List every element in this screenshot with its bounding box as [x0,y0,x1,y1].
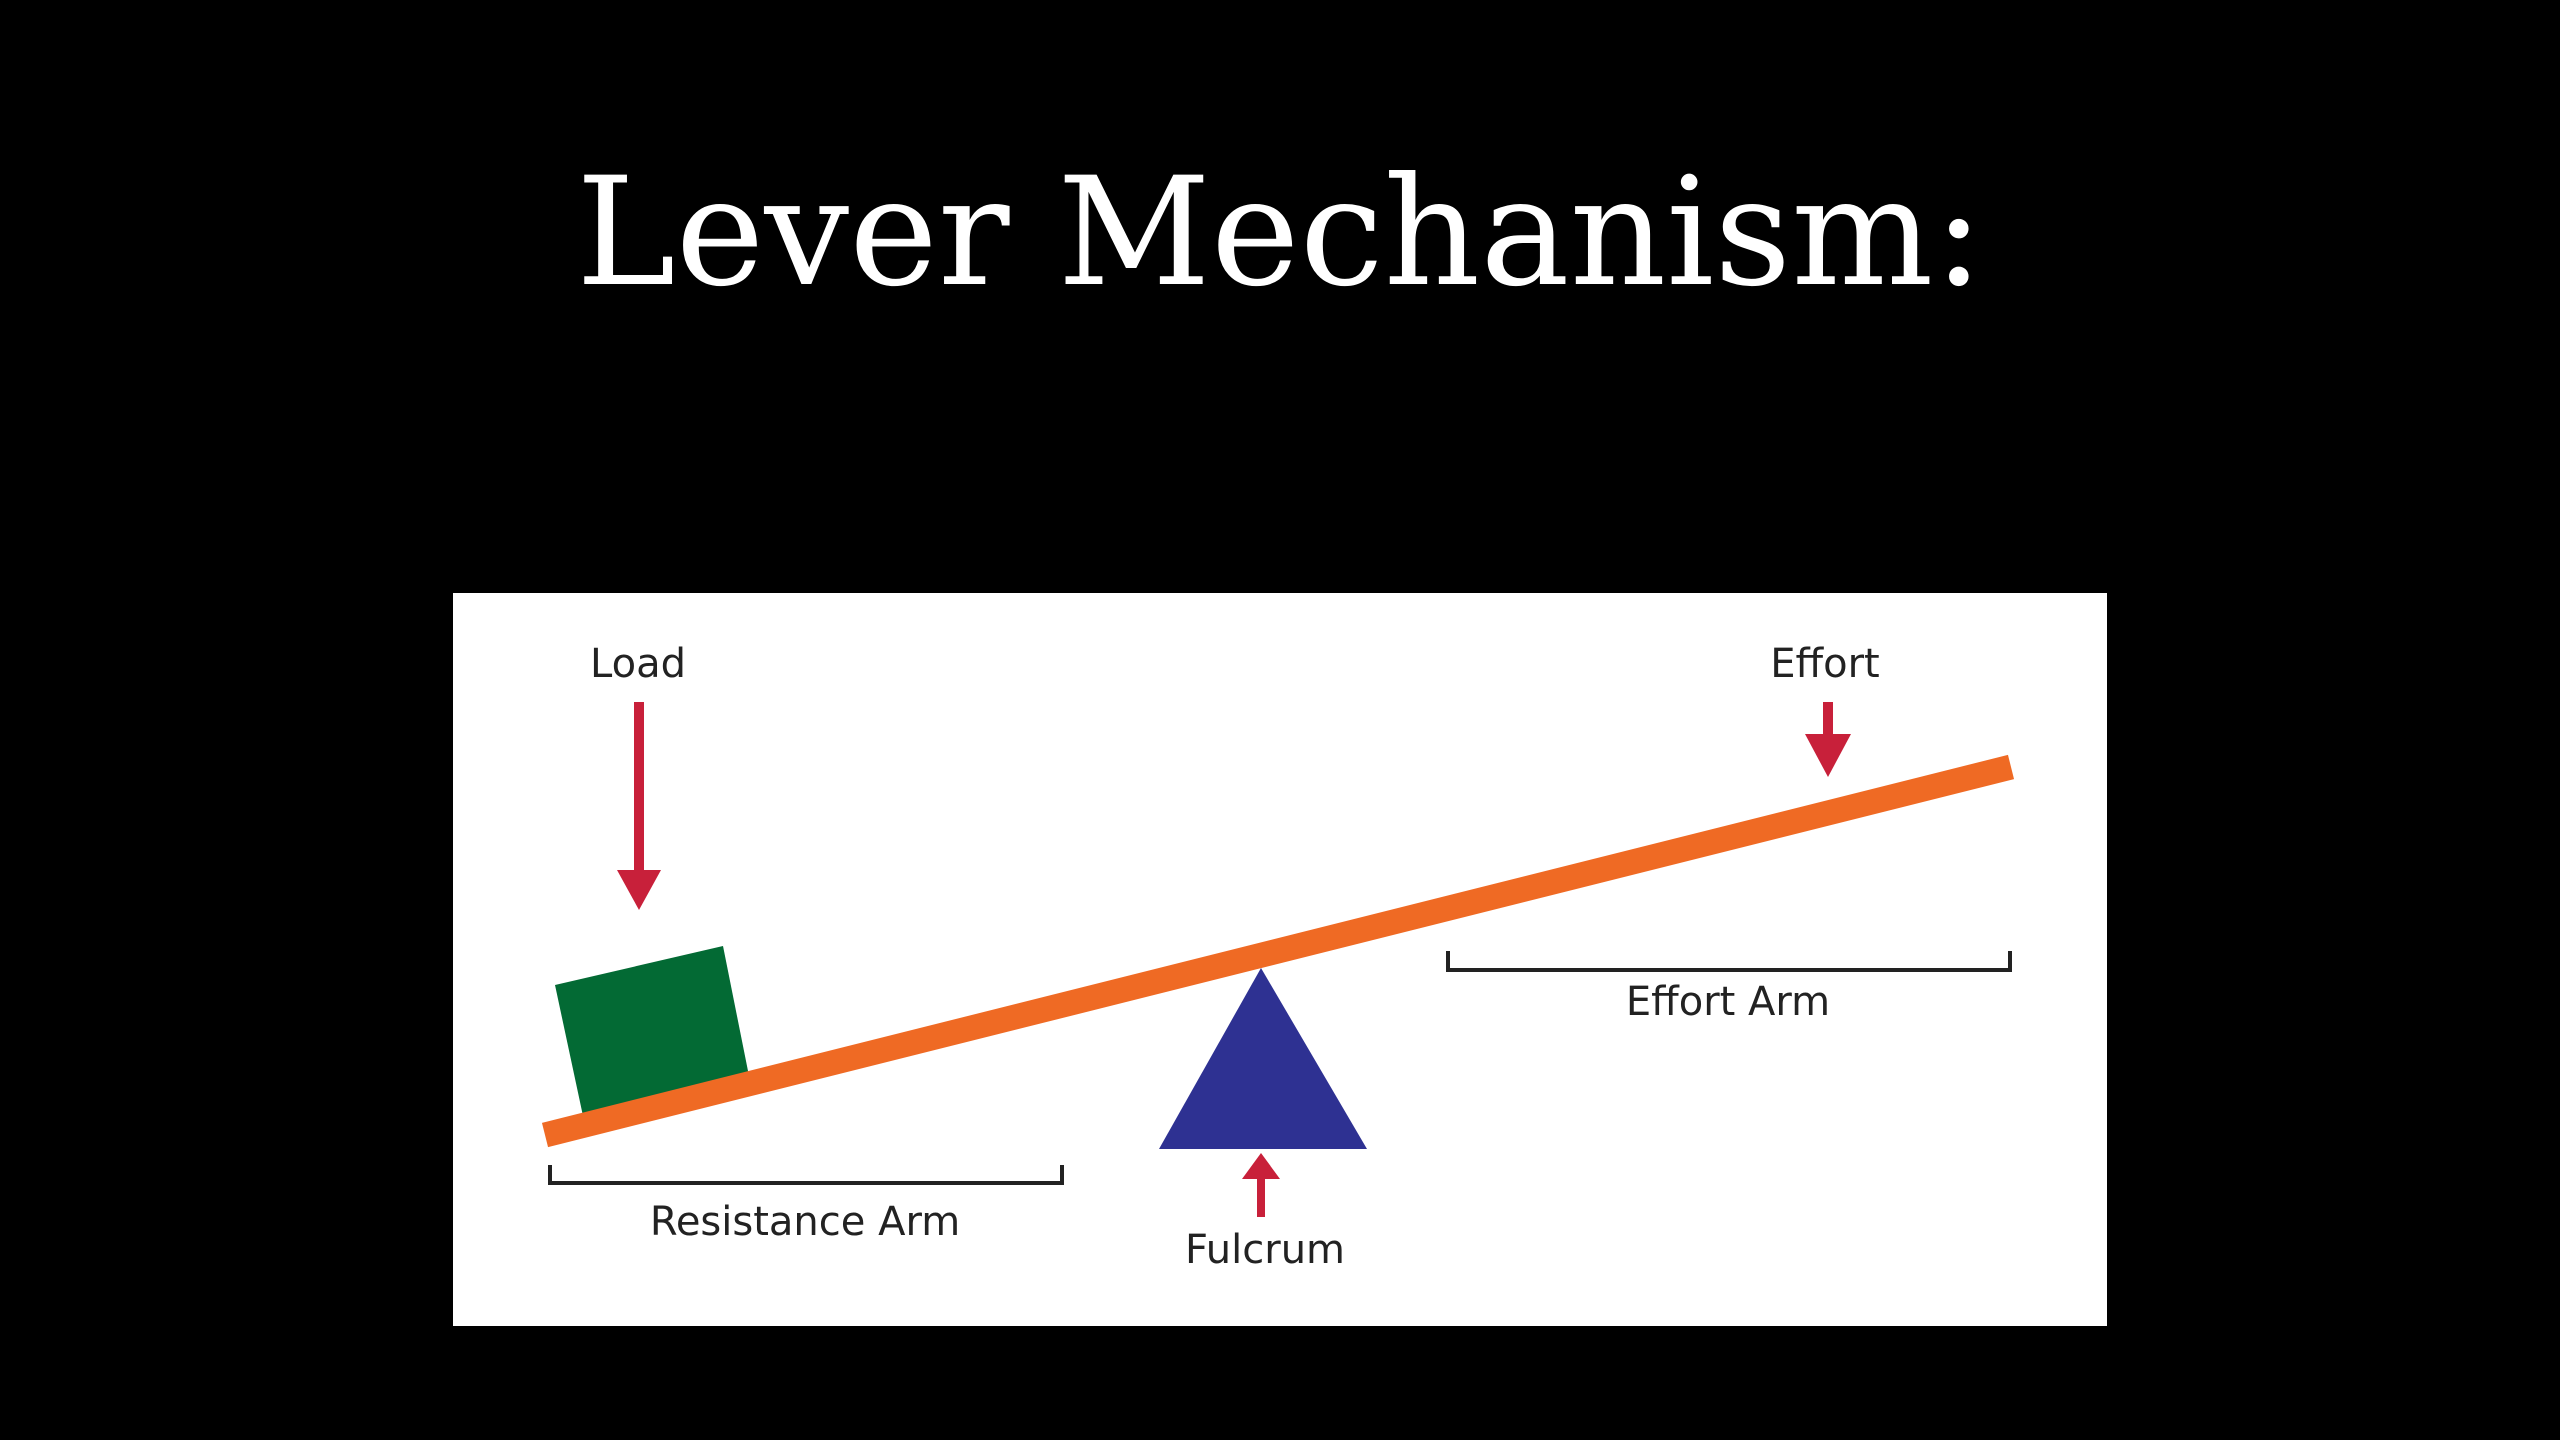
load-arrow-icon [617,702,661,910]
effort-label: Effort [1770,641,1879,687]
effort-arm-label: Effort Arm [1626,979,1830,1025]
load-block [555,946,749,1116]
lever-diagram: Load Effort [541,641,2015,1273]
effort-arrow-icon [1805,702,1851,777]
fulcrum-label: Fulcrum [1185,1227,1345,1273]
fulcrum-triangle [1159,968,1367,1149]
lever-diagram-panel: Load Effort [453,593,2107,1326]
lever-bar [541,754,2015,1148]
fulcrum-arrow-icon [1242,1153,1280,1217]
resistance-arm-label: Resistance Arm [650,1199,960,1245]
load-label: Load [590,641,686,687]
slide-title: Lever Mechanism: [575,146,1984,320]
effort-arm-bracket [1446,951,2012,972]
resistance-arm-bracket [548,1165,1064,1185]
